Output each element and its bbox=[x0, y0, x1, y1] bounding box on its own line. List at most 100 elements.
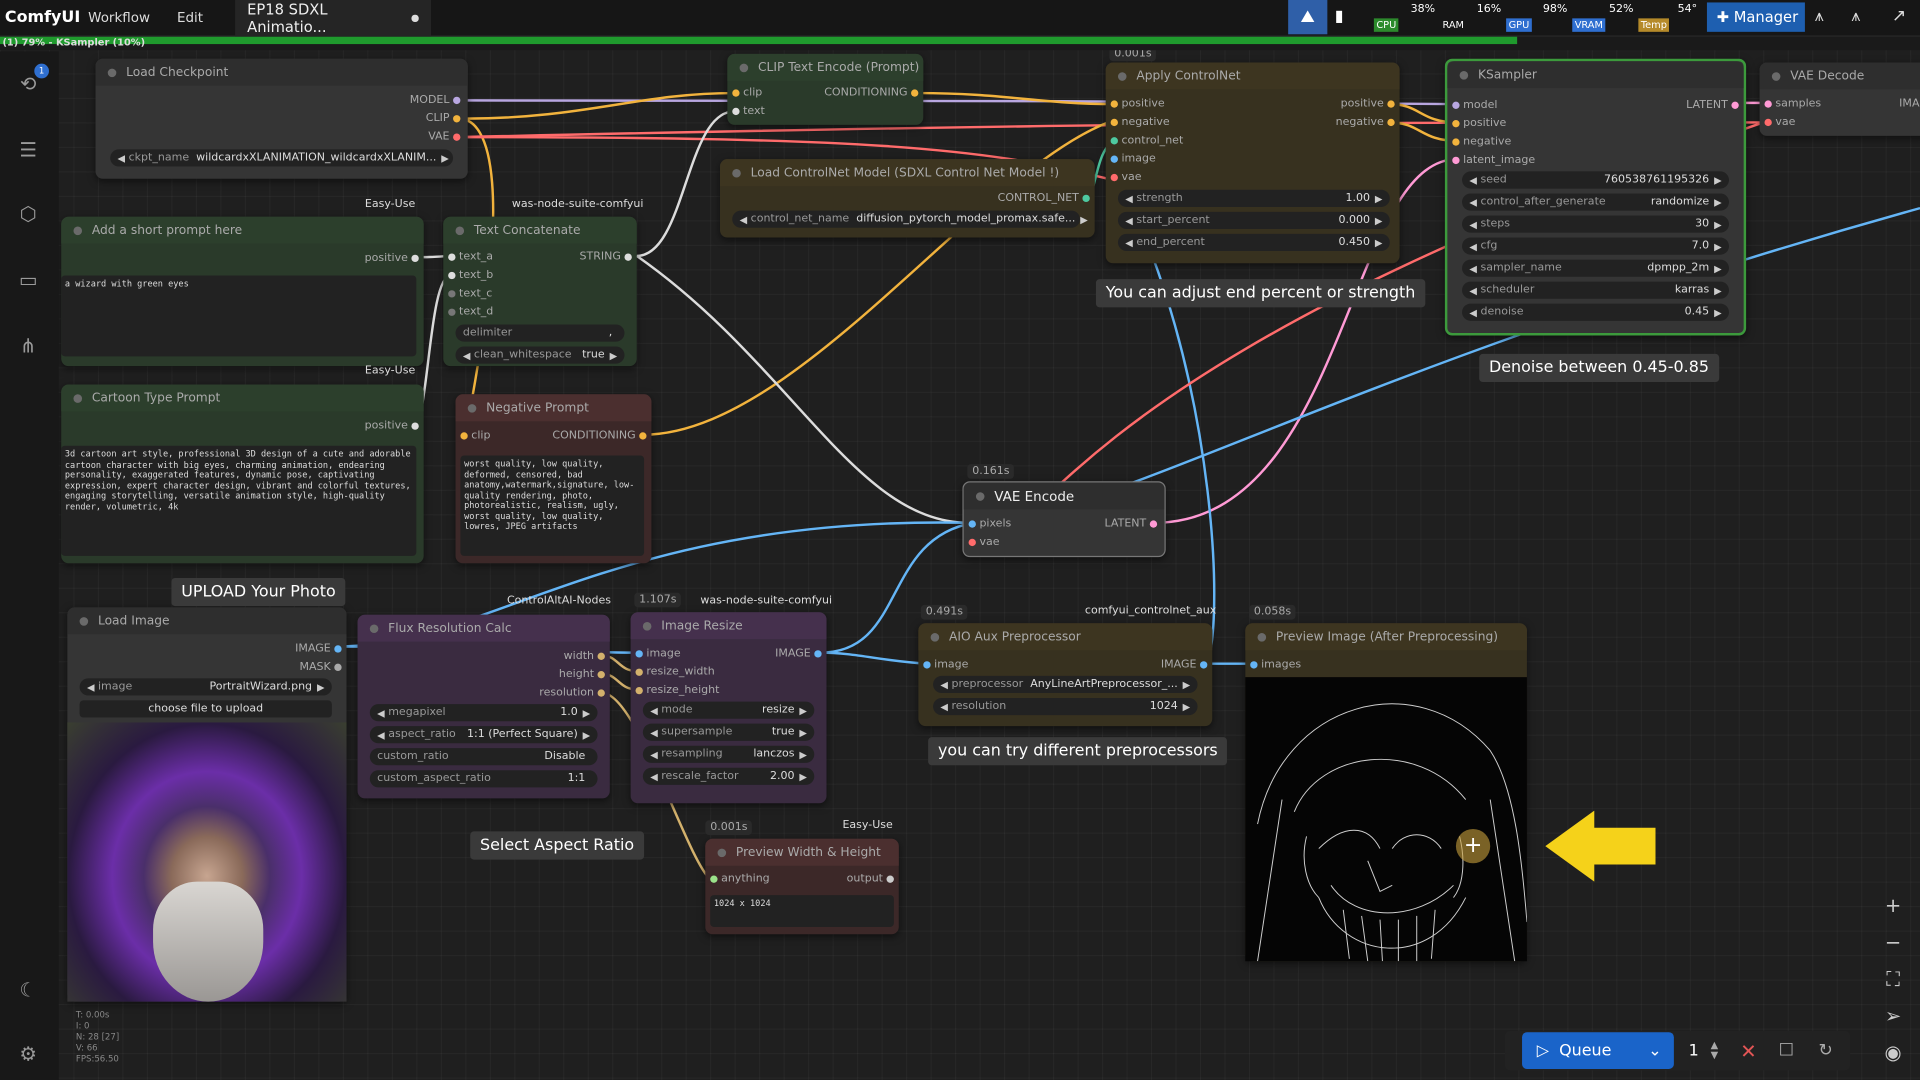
slot-dot-icon[interactable] bbox=[411, 421, 419, 430]
slot-dot-icon[interactable] bbox=[710, 874, 718, 883]
node-header[interactable]: Load ControlNet Model (SDXL Control Net … bbox=[720, 159, 1095, 187]
output-image[interactable]: IMA bbox=[1899, 97, 1919, 112]
slot-dot-icon[interactable] bbox=[1110, 136, 1118, 144]
input-vae[interactable]: vae bbox=[1110, 170, 1142, 185]
node-header[interactable]: AIO Aux Preprocessor bbox=[918, 623, 1213, 651]
node-load-controlnet[interactable]: Load ControlNet Model (SDXL Control Net … bbox=[720, 159, 1095, 238]
arrow-right-icon[interactable]: ▶ bbox=[799, 748, 807, 760]
upload-button[interactable]: choose file to upload bbox=[79, 700, 332, 718]
collapse-dot-icon[interactable] bbox=[1257, 632, 1267, 642]
collapse-dot-icon[interactable] bbox=[1771, 71, 1781, 81]
node-load-checkpoint[interactable]: Load Checkpoint MODEL CLIP VAE ◀ ckpt_na… bbox=[95, 58, 468, 179]
slot-dot-icon[interactable] bbox=[597, 652, 605, 660]
arrow-right-icon[interactable]: ▶ bbox=[799, 704, 807, 716]
output-conditioning[interactable]: CONDITIONING bbox=[552, 429, 647, 444]
arrow-right-icon[interactable]: ▶ bbox=[582, 729, 591, 741]
slot-dot-icon[interactable] bbox=[1110, 99, 1118, 108]
slot-dot-icon[interactable] bbox=[1110, 118, 1118, 126]
arrow-right-icon[interactable]: ▶ bbox=[1182, 678, 1191, 691]
slot-dot-icon[interactable] bbox=[635, 649, 643, 657]
folder-icon[interactable]: ▭ bbox=[18, 268, 38, 292]
share-button[interactable]: ⩚ bbox=[1815, 7, 1824, 25]
slot-dot-icon[interactable] bbox=[814, 649, 822, 657]
arrow-left-icon[interactable]: ◀ bbox=[1125, 236, 1133, 248]
node-header[interactable]: Flux Resolution Calc bbox=[357, 614, 610, 642]
node-header[interactable]: Text Concatenate bbox=[443, 216, 637, 244]
collapse-dot-icon[interactable] bbox=[642, 621, 652, 631]
collapse-dot-icon[interactable] bbox=[467, 403, 477, 413]
slot-dot-icon[interactable] bbox=[624, 252, 632, 261]
collapse-dot-icon[interactable] bbox=[717, 847, 727, 857]
arrow-left-icon[interactable]: ◀ bbox=[739, 213, 748, 225]
slot-dot-icon[interactable] bbox=[1764, 118, 1772, 126]
slot-dot-icon[interactable] bbox=[635, 686, 643, 694]
queue-icon[interactable]: ☰ bbox=[19, 138, 37, 162]
node-negative-prompt[interactable]: Negative Prompt clip CONDITIONING worst … bbox=[455, 394, 652, 564]
slot-dot-icon[interactable] bbox=[460, 431, 468, 439]
arrow-left-icon[interactable]: ◀ bbox=[1469, 262, 1477, 274]
arrow-left-icon[interactable]: ◀ bbox=[940, 701, 948, 713]
stop-icon[interactable]: ☐ bbox=[1778, 1040, 1795, 1061]
node-header[interactable]: CLIP Text Encode (Prompt) bbox=[727, 53, 924, 81]
arrow-left-icon[interactable]: ◀ bbox=[86, 681, 95, 693]
arrow-right-icon[interactable]: ▶ bbox=[1374, 236, 1383, 248]
input-vae[interactable]: vae bbox=[968, 535, 1000, 550]
input-image[interactable]: image bbox=[923, 658, 968, 673]
controlnet-name-combo[interactable]: ◀ control_net_name diffusion_pytorch_mod… bbox=[732, 210, 1088, 228]
delimiter-field[interactable]: delimiter, bbox=[455, 324, 625, 342]
node-header[interactable]: VAE Decode bbox=[1759, 62, 1920, 90]
input-latent-image[interactable]: latent_image bbox=[1452, 153, 1535, 168]
slot-dot-icon[interactable] bbox=[732, 88, 740, 97]
arrow-left-icon[interactable]: ◀ bbox=[1469, 240, 1477, 252]
output-height[interactable]: height bbox=[559, 667, 605, 682]
input-vae[interactable]: vae bbox=[1764, 115, 1795, 130]
arrow-left-icon[interactable]: ◀ bbox=[1125, 192, 1133, 204]
arrow-right-icon[interactable]: ▶ bbox=[1374, 214, 1383, 226]
slot-dot-icon[interactable] bbox=[334, 663, 342, 671]
input-clip[interactable]: clip bbox=[460, 429, 490, 444]
share-alt-button[interactable]: ⩚ bbox=[1851, 7, 1860, 25]
collapse-dot-icon[interactable] bbox=[930, 632, 940, 642]
slot-dot-icon[interactable] bbox=[911, 88, 919, 97]
node-short-prompt[interactable]: Add a short prompt here positive a wizar… bbox=[61, 216, 424, 367]
slot-dot-icon[interactable] bbox=[1250, 660, 1258, 668]
arrow-left-icon[interactable]: ◀ bbox=[462, 349, 471, 361]
slot-dot-icon[interactable] bbox=[1452, 119, 1460, 127]
collapse-dot-icon[interactable] bbox=[732, 168, 741, 177]
arrow-right-icon[interactable]: ▶ bbox=[1714, 196, 1722, 208]
output-negative[interactable]: negative bbox=[1336, 115, 1395, 130]
cube-icon[interactable]: ⬡ bbox=[19, 202, 37, 226]
slot-dot-icon[interactable] bbox=[448, 289, 456, 297]
slot-dot-icon[interactable] bbox=[448, 252, 456, 261]
prompt-textarea[interactable]: a wizard with green eyes bbox=[61, 275, 417, 357]
fit-view-icon[interactable]: ⛶ bbox=[1886, 967, 1900, 991]
slot-dot-icon[interactable] bbox=[1110, 173, 1118, 181]
slot-dot-icon[interactable] bbox=[453, 132, 461, 141]
output-string[interactable]: STRING bbox=[580, 250, 632, 265]
input-resize-width[interactable]: resize_width bbox=[635, 665, 715, 680]
arrow-right-icon[interactable]: ▶ bbox=[1374, 192, 1383, 204]
output-image[interactable]: IMAGE bbox=[775, 647, 822, 662]
ckpt-name-combo[interactable]: ◀ ckpt_name wildcardxXLANIMATION_wildcar… bbox=[110, 149, 454, 167]
slot-dot-icon[interactable] bbox=[1149, 519, 1158, 528]
input-text-c[interactable]: text_c bbox=[448, 287, 492, 302]
slot-dot-icon[interactable] bbox=[448, 271, 456, 279]
output-image[interactable]: IMAGE bbox=[1161, 658, 1208, 673]
collapse-button[interactable]: ↗ bbox=[1892, 6, 1906, 26]
input-control-net[interactable]: control_net bbox=[1110, 133, 1183, 148]
slot-dot-icon[interactable] bbox=[1764, 99, 1772, 108]
arrow-left-icon[interactable]: ◀ bbox=[1469, 218, 1477, 230]
arrow-left-icon[interactable]: ◀ bbox=[650, 726, 658, 738]
collapse-dot-icon[interactable] bbox=[1459, 70, 1469, 79]
input-image[interactable]: image bbox=[1110, 152, 1156, 167]
node-vae-encode[interactable]: VAE Encode pixels vae LATENT bbox=[962, 481, 1166, 558]
